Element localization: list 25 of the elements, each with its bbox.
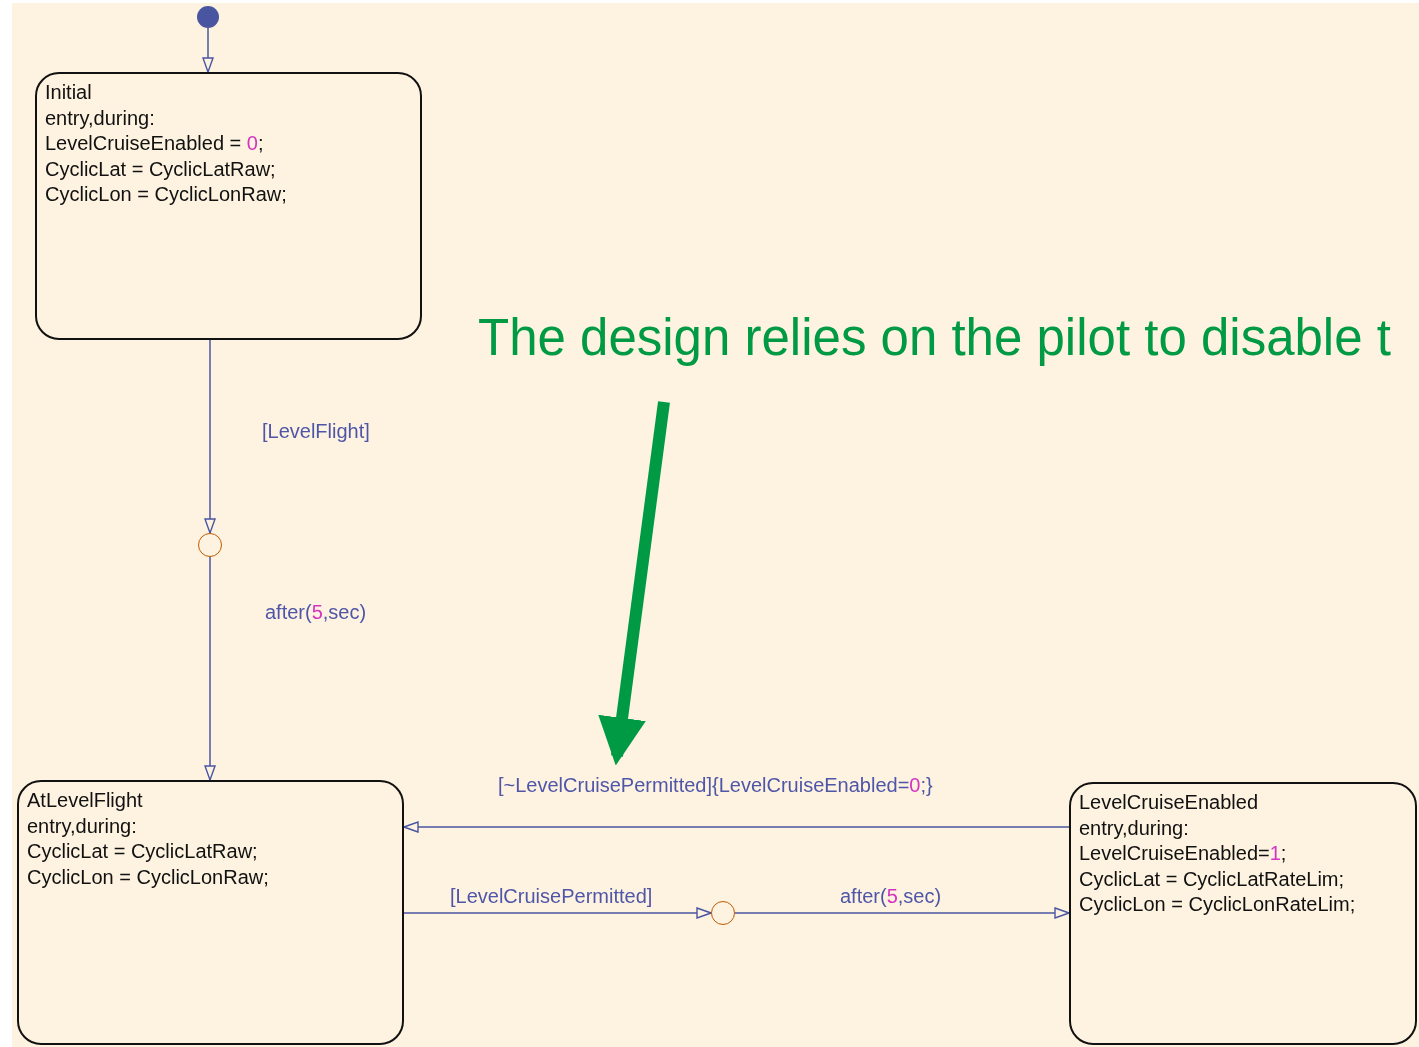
transition-arrow bbox=[734, 907, 1070, 919]
state-box bbox=[17, 780, 404, 1045]
state-action: CyclicLon = CyclicLonRaw; bbox=[27, 864, 269, 890]
state-action: entry,during: bbox=[27, 813, 137, 839]
state-action: entry,during: bbox=[45, 105, 155, 131]
transition-arrow bbox=[403, 821, 1070, 833]
leader-arrow bbox=[598, 401, 670, 766]
state-action: CyclicLon = CyclicLonRateLim; bbox=[1079, 892, 1356, 917]
state-box bbox=[1069, 782, 1417, 1045]
transition-arrow bbox=[202, 27, 214, 73]
state-action: LevelCruiseEnabled = 0; bbox=[45, 131, 264, 156]
state-name: Initial bbox=[45, 80, 92, 105]
transition-arrow bbox=[204, 339, 216, 534]
state-action: CyclicLat = CyclicLatRaw; bbox=[27, 839, 258, 864]
state-action: CyclicLat = CyclicLatRateLim; bbox=[1079, 866, 1345, 892]
transition-arrow bbox=[403, 907, 712, 919]
state-name: AtLevelFlight bbox=[27, 788, 143, 813]
state-action: CyclicLon = CyclicLonRaw; bbox=[45, 182, 287, 207]
state-name: LevelCruiseEnabled bbox=[1079, 790, 1258, 815]
state-action: entry,during: bbox=[1079, 815, 1189, 841]
state-box bbox=[35, 72, 422, 340]
state-action: CyclicLat = CyclicLatRaw; bbox=[45, 156, 276, 182]
state-action: LevelCruiseEnabled=1; bbox=[1079, 841, 1287, 866]
annotation-text: The design relies on the pilot to disable t bbox=[478, 308, 1419, 368]
transition-arrow bbox=[204, 556, 216, 781]
